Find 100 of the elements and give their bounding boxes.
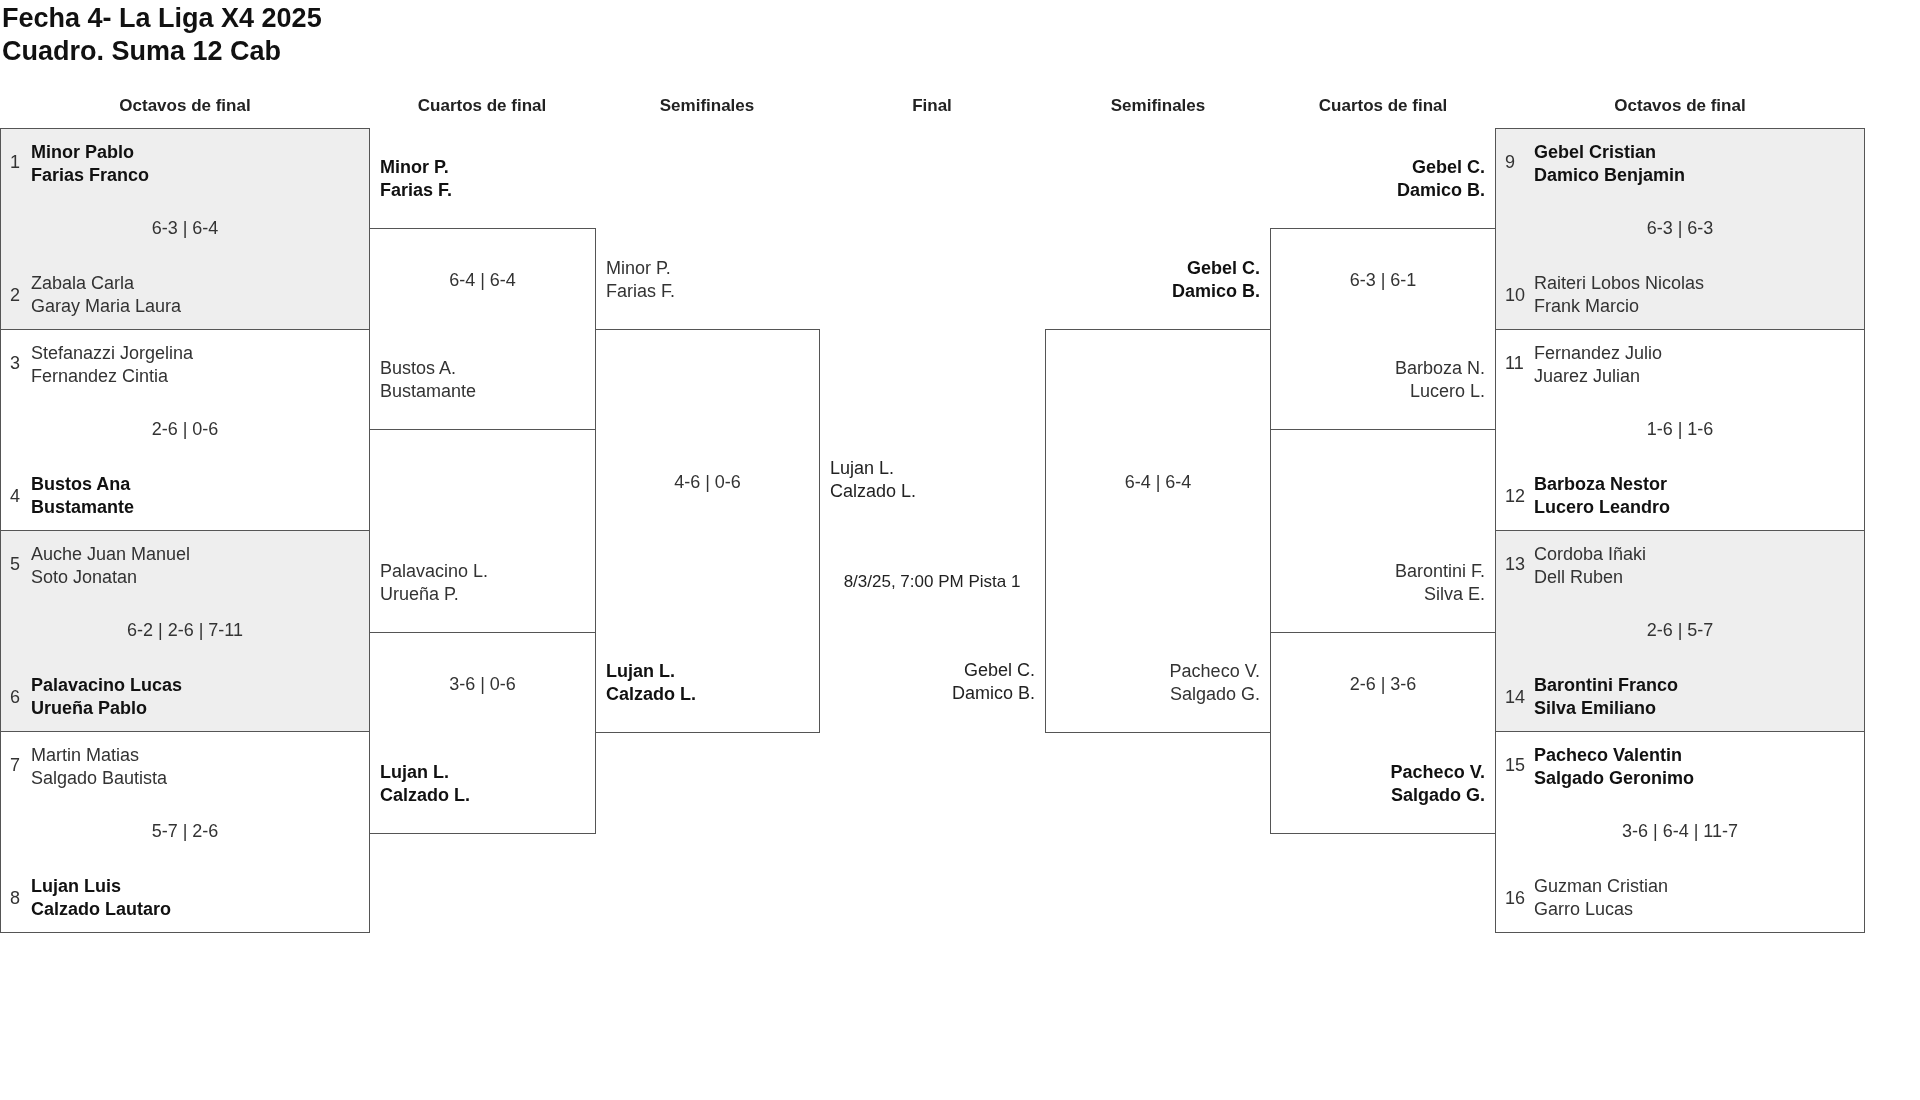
round-header: Semifinales	[1109, 95, 1207, 117]
player-name: Lujan Luis	[31, 875, 121, 898]
match-card	[1495, 128, 1865, 330]
player-name: Calzado Lautaro	[31, 898, 172, 921]
round-header: Octavos de final	[1613, 95, 1747, 117]
player-name: Calzado L.	[380, 784, 470, 807]
match-schedule: 8/3/25, 7:00 PM Pista 1	[842, 571, 1022, 593]
player-name: Salgado G.	[1169, 683, 1260, 706]
match-card	[1495, 530, 1865, 732]
seed-number: 4	[10, 485, 20, 508]
match-score: 6-3 | 6-3	[1645, 217, 1715, 240]
match-score: 6-4 | 6-4	[448, 269, 517, 292]
player-name: Garay Maria Laura	[31, 295, 182, 318]
seed-number: 7	[10, 754, 20, 777]
player-name: Lujan L.	[380, 761, 449, 784]
player-name: Calzado L.	[606, 683, 696, 706]
player-name: Gebel C.	[1186, 257, 1260, 280]
player-name: Minor Pablo	[31, 141, 134, 164]
match-score: 1-6 | 1-6	[1645, 418, 1715, 441]
player-name: Barontini Franco	[1534, 674, 1678, 697]
player-name: Pacheco Valentin	[1534, 744, 1683, 767]
player-name: Raiteri Lobos Nicolas	[1534, 272, 1705, 295]
match-score: 3-6 | 6-4 | 11-7	[1620, 820, 1740, 843]
player-name: Silva Emiliano	[1534, 697, 1657, 720]
round-header: Cuartos de final	[1317, 95, 1449, 117]
seed-number: 8	[10, 887, 20, 910]
player-name: Bustos A.	[380, 357, 457, 380]
player-name: Guzman Cristian	[1534, 875, 1669, 898]
player-name: Palavacino Lucas	[31, 674, 183, 697]
player-name: Gebel C.	[1411, 156, 1485, 179]
player-name: Damico B.	[1396, 179, 1485, 202]
player-name: Frank Marcio	[1534, 295, 1640, 318]
player-name: Lujan L.	[606, 660, 675, 683]
player-name: Soto Jonatan	[31, 566, 138, 589]
player-name: Bustamante	[31, 496, 135, 519]
player-name: Lucero Leandro	[1534, 496, 1671, 519]
player-name: Damico Benjamin	[1534, 164, 1686, 187]
player-name: Gebel Cristian	[1534, 141, 1657, 164]
player-name: Pacheco V.	[1169, 660, 1260, 683]
match-card	[0, 530, 370, 732]
match-card	[1495, 731, 1865, 933]
seed-number: 5	[10, 553, 20, 576]
player-name: Farias F.	[606, 280, 675, 303]
player-name: Gebel C.	[963, 659, 1035, 682]
seed-number: 14	[1505, 686, 1526, 709]
player-name: Fernandez Julio	[1534, 342, 1663, 365]
player-name: Cordoba Iñaki	[1534, 543, 1647, 566]
round-header: Cuartos de final	[416, 95, 548, 117]
player-name: Barontini F.	[1394, 560, 1485, 583]
seed-number: 15	[1505, 754, 1526, 777]
player-name: Dell Ruben	[1534, 566, 1624, 589]
player-name: Urueña P.	[380, 583, 459, 606]
seed-number: 13	[1505, 553, 1526, 576]
player-name: Garro Lucas	[1534, 898, 1634, 921]
match-score: 2-6 | 3-6	[1348, 673, 1418, 696]
match-score: 6-2 | 2-6 | 7-11	[125, 619, 245, 642]
seed-number: 1	[10, 151, 20, 174]
seed-number: 2	[10, 284, 20, 307]
player-name: Auche Juan Manuel	[31, 543, 191, 566]
match-score: 6-3 | 6-4	[150, 217, 220, 240]
player-name: Palavacino L.	[380, 560, 489, 583]
player-name: Urueña Pablo	[31, 697, 148, 720]
player-name: Lujan L.	[830, 457, 895, 480]
match-card	[0, 128, 370, 330]
player-name: Calzado L.	[830, 480, 917, 503]
player-name: Salgado Bautista	[31, 767, 168, 790]
match-score: 6-4 | 6-4	[1123, 471, 1193, 494]
round-header: Final	[911, 95, 953, 117]
player-name: Salgado G.	[1390, 784, 1485, 807]
seed-number: 12	[1505, 485, 1526, 508]
player-name: Pacheco V.	[1390, 761, 1485, 784]
player-name: Barboza N.	[1394, 357, 1485, 380]
subtitle: Cuadro. Suma 12 Cab	[2, 35, 282, 68]
seed-number: 16	[1505, 887, 1526, 910]
player-name: Juarez Julian	[1534, 365, 1641, 388]
match-score: 2-6 | 5-7	[1645, 619, 1715, 642]
seed-number: 9	[1505, 151, 1515, 174]
match-score: 4-6 | 0-6	[673, 471, 742, 494]
player-name: Silva E.	[1423, 583, 1485, 606]
match-card	[0, 731, 370, 933]
match-score: 2-6 | 0-6	[150, 418, 220, 441]
player-name: Minor P.	[606, 257, 671, 280]
player-name: Lucero L.	[1409, 380, 1485, 403]
round-header: Semifinales	[658, 95, 756, 117]
match-score: 5-7 | 2-6	[150, 820, 220, 843]
player-name: Stefanazzi Jorgelina	[31, 342, 194, 365]
player-name: Bustos Ana	[31, 473, 131, 496]
player-name: Martin Matias	[31, 744, 140, 767]
player-name: Minor P.	[380, 156, 449, 179]
player-name: Barboza Nestor	[1534, 473, 1668, 496]
player-name: Damico B.	[951, 682, 1035, 705]
player-name: Farias F.	[380, 179, 453, 202]
round-header: Octavos de final	[118, 95, 252, 117]
seed-number: 10	[1505, 284, 1526, 307]
player-name: Fernandez Cintia	[31, 365, 169, 388]
match-score: 3-6 | 0-6	[448, 673, 517, 696]
title: Fecha 4- La Liga X4 2025	[2, 2, 322, 35]
player-name: Salgado Geronimo	[1534, 767, 1695, 790]
match-score: 6-3 | 6-1	[1348, 269, 1418, 292]
seed-number: 3	[10, 352, 20, 375]
